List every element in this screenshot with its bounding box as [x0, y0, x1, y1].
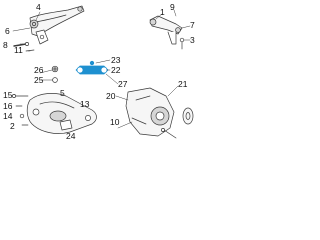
bolt-lower-left [12, 94, 29, 126]
callout-2: 2 [10, 121, 15, 131]
link-bushing-small [89, 60, 95, 66]
bolt-upper-left [13, 42, 35, 52]
callout-25: 25 [34, 75, 44, 85]
suspension-parts-diagram [12, 5, 194, 139]
callout-23: 23 [111, 55, 121, 65]
callout-27: 27 [118, 79, 128, 89]
callout-24: 24 [66, 131, 76, 141]
callout-8: 8 [3, 40, 8, 50]
callout-9: 9 [170, 2, 175, 12]
leader-lines [12, 9, 191, 129]
small-bushing-left [51, 65, 59, 73]
callout-21: 21 [178, 79, 188, 89]
lower-control-arm [26, 93, 97, 134]
upper-arm-right [149, 15, 183, 45]
callout-1: 1 [160, 7, 165, 17]
lateral-link-highlighted [75, 65, 109, 75]
callout-22: 22 [111, 65, 121, 75]
callout-6: 6 [5, 26, 10, 36]
small-nut-left [52, 77, 58, 83]
bolt-knuckle-lower [161, 128, 177, 139]
hub-bearing [182, 107, 194, 125]
callout-7: 7 [190, 20, 195, 30]
callout-26: 26 [34, 65, 44, 75]
callout-10: 10 [110, 117, 120, 127]
callout-3: 3 [190, 35, 195, 45]
callout-15: 15 [3, 90, 13, 100]
callout-16: 16 [3, 101, 13, 111]
knuckle-assembly [125, 87, 175, 137]
bolt-upper-right [179, 37, 185, 50]
callout-13: 13 [80, 99, 90, 109]
spring-seat-bracket [59, 119, 73, 131]
callout-4: 4 [36, 2, 41, 12]
callout-20: 20 [106, 91, 116, 101]
callout-14: 14 [3, 111, 13, 121]
callout-11: 11 [14, 45, 23, 55]
trailing-arm-upper-left [29, 5, 85, 37]
callout-5: 5 [60, 88, 65, 98]
bracket-upper-left [35, 29, 49, 45]
